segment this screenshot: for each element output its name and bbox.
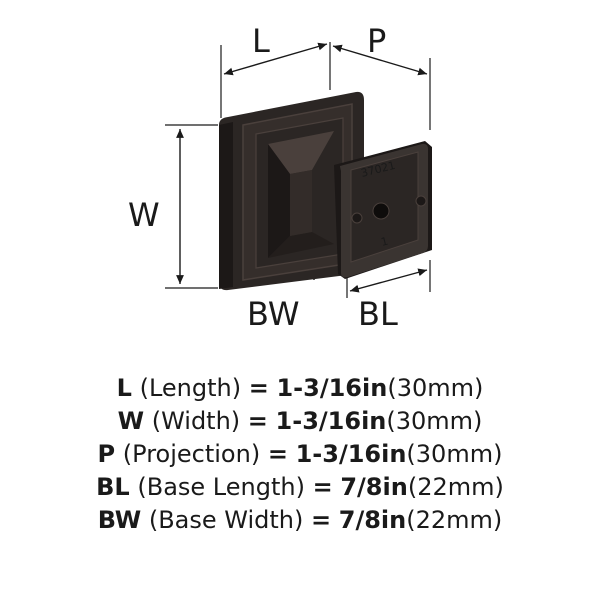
spec-metric-value: (30mm) (406, 440, 503, 468)
length-dimension-line (223, 42, 328, 76)
spec-equals: = (312, 473, 333, 501)
spec-name: (Length) (139, 374, 242, 402)
spec-code: BW (97, 506, 142, 534)
base-plate-right-pin (415, 195, 427, 207)
spec-imperial-value: 1-3/16in (275, 407, 387, 435)
dimension-label-length: L (252, 22, 270, 60)
spec-equals: = (248, 374, 269, 402)
base-plate-screw-hole (372, 202, 390, 220)
spec-row-projection: P (Projection) = 1-3/16in(30mm) (0, 438, 600, 471)
spec-imperial-value: 7/8in (338, 506, 407, 534)
knob-side-face (219, 122, 233, 289)
spec-row-length: L (Length) = 1-3/16in(30mm) (0, 372, 600, 405)
spec-equals: = (267, 440, 288, 468)
dimension-spec-list: L (Length) = 1-3/16in(30mm) W (Width) = … (0, 372, 600, 537)
spec-imperial-value: 1-3/16in (276, 374, 388, 402)
knob-pyramid-bottom-facet (268, 232, 334, 258)
spec-code: W (117, 407, 145, 435)
knob-pyramid-left-facet (268, 144, 290, 258)
spec-imperial-value: 7/8in (340, 473, 408, 501)
spec-metric-value: (22mm) (407, 473, 504, 501)
spec-code: L (116, 374, 132, 402)
base-plate-left-pin (351, 212, 363, 224)
spec-name: (Width) (151, 407, 241, 435)
projection-dimension-line (332, 44, 428, 76)
spec-name: (Base Length) (137, 473, 305, 501)
dimension-label-base-length: BL (358, 295, 398, 333)
base-length-dimension-line (349, 268, 428, 293)
spec-metric-value: (30mm) (386, 407, 483, 435)
spec-row-base-length: BL (Base Length) = 7/8in(22mm) (0, 471, 600, 504)
spec-code: P (97, 440, 116, 468)
dimension-label-base-width: BW (247, 295, 299, 333)
knob-pyramid-face (290, 170, 312, 236)
dimension-label-width: W (128, 196, 160, 234)
spec-metric-value: (30mm) (387, 374, 484, 402)
spec-equals: = (247, 407, 268, 435)
spec-name: (Projection) (122, 440, 261, 468)
spec-name: (Base Width) (148, 506, 304, 534)
part-mark-text: 1 (380, 235, 390, 249)
knob-dimension-diagram: 37021 1 L P W BW BL (128, 22, 432, 333)
knob-pyramid-top-facet (268, 131, 334, 174)
spec-metric-value: (22mm) (406, 506, 503, 534)
knob-illustration (219, 91, 364, 291)
base-plate-illustration: 37021 1 (334, 141, 432, 279)
dimension-label-projection: P (367, 22, 386, 60)
spec-row-width: W (Width) = 1-3/16in(30mm) (0, 405, 600, 438)
spec-imperial-value: 1-3/16in (295, 440, 407, 468)
spec-row-base-width: BW (Base Width) = 7/8in(22mm) (0, 504, 600, 537)
spec-code: BL (96, 473, 130, 501)
spec-equals: = (311, 506, 332, 534)
extension-lines (165, 42, 431, 298)
